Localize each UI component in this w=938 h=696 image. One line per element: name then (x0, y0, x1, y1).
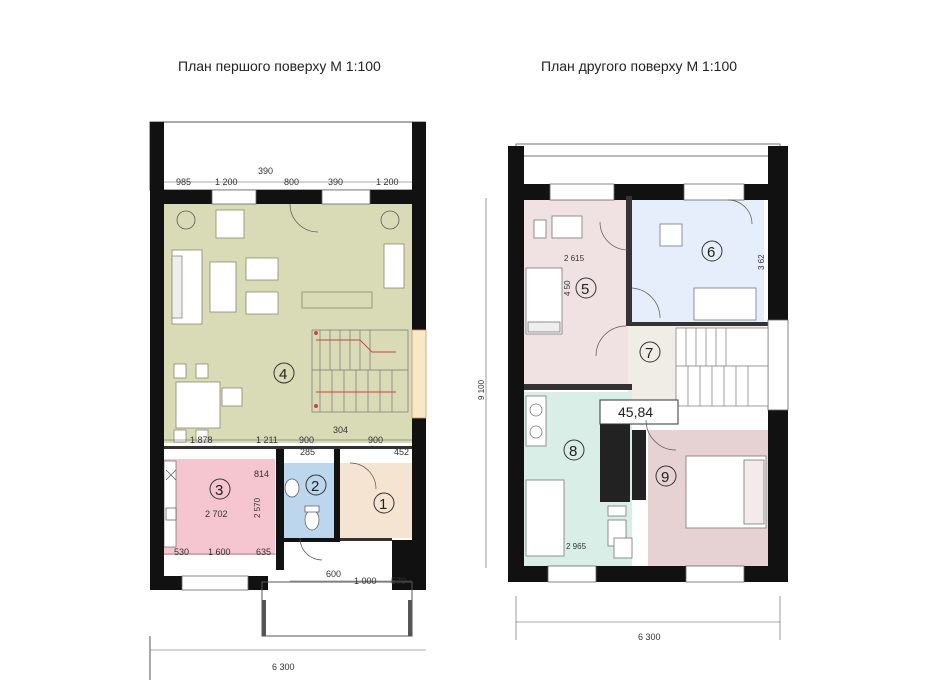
upper-furniture (525, 215, 767, 559)
dim-985: 985 (176, 177, 191, 187)
dim-900-b: 900 (368, 435, 383, 445)
dim-452: 452 (394, 447, 409, 457)
upper-stairs (675, 327, 769, 407)
wall-top (150, 190, 426, 204)
living-furniture (171, 209, 405, 443)
hall-fill (340, 463, 418, 538)
dim-285: 285 (300, 447, 315, 457)
dim-2615: 2 615 (564, 254, 585, 263)
dim-2965: 2 965 (566, 542, 587, 551)
dim-530: 530 (174, 547, 189, 557)
entry-porch (261, 581, 413, 637)
dim-390-a: 390 (258, 166, 273, 176)
kitchen-fill (163, 459, 275, 555)
dim-814: 814 (254, 469, 269, 479)
room-number-1: 1 (379, 496, 387, 513)
upper-bottom-dim: 6 300 (638, 632, 661, 642)
upper-wall-left (508, 146, 524, 582)
dim-304: 304 (333, 425, 348, 435)
room-number-3: 3 (215, 482, 223, 499)
floor-area-label: 45,84 (618, 404, 653, 420)
room-number-4: 4 (279, 366, 287, 383)
wall-left (150, 122, 164, 590)
room-number-7: 7 (645, 345, 653, 362)
dim-1211: 1 211 (256, 435, 278, 445)
ground-bottom-dim: 6 300 (272, 662, 295, 672)
area-label-box (599, 399, 679, 425)
dim-2702: 2 702 (205, 509, 228, 519)
room-number-6: 6 (707, 244, 715, 261)
dim-635: 635 (256, 547, 271, 557)
dim-1000: 1 000 (354, 576, 377, 586)
dim-1600: 1 600 (208, 547, 231, 557)
upper-floor-plan: 45,84 (477, 143, 789, 642)
ground-floor-plan: 985 1 200 390 800 390 1 200 1 878 1 211 … (149, 121, 427, 680)
dim-570: 570 (391, 576, 406, 586)
ground-floor-title: План першого поверху М 1:100 (178, 58, 381, 74)
room-number-2: 2 (311, 478, 319, 495)
room-number-5: 5 (581, 281, 589, 298)
dim-900-a: 900 (299, 435, 314, 445)
dim-600: 600 (326, 569, 341, 579)
room-number-8: 8 (569, 443, 577, 460)
ground-stairs (311, 329, 409, 413)
dim-1878: 1 878 (190, 435, 213, 445)
dim-362: 3 62 (757, 254, 766, 270)
upper-floor-title: План другого поверху М 1:100 (541, 58, 738, 74)
dim-2570: 2 570 (253, 497, 262, 518)
room-number-9: 9 (661, 469, 669, 486)
dim-1200-b: 1 200 (376, 177, 399, 187)
dim-1200-a: 1 200 (215, 177, 238, 187)
dim-390-b: 390 (328, 177, 343, 187)
dim-800: 800 (284, 177, 299, 187)
dim-450: 4 50 (563, 280, 572, 296)
upper-side-dim: 9 100 (477, 379, 486, 400)
